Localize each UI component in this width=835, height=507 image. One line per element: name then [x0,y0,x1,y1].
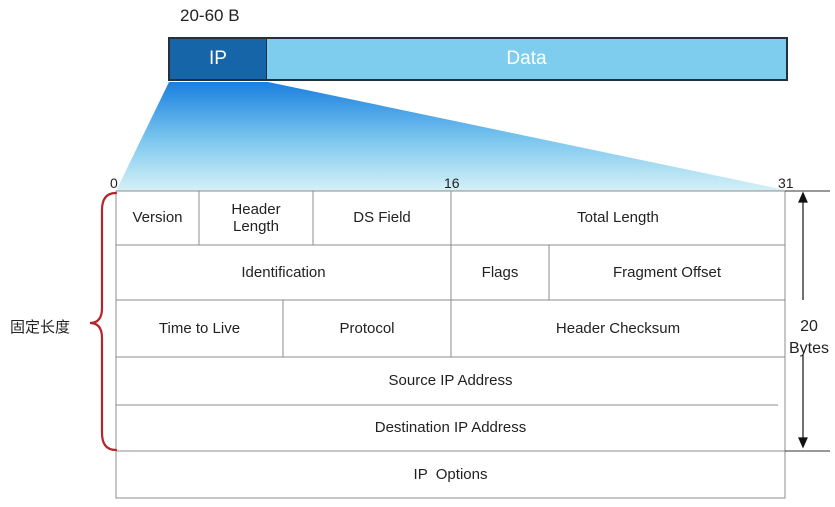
field-destination-ip-address: Destination IP Address [374,419,527,437]
bit-label-31: 31 [778,175,794,191]
double-arrow-icon [798,191,808,449]
ip-block-label: IP [209,48,227,69]
bytes-size-label: 20 Bytes [788,318,829,357]
curly-brace-icon [89,191,118,452]
field-fragment-offset: Fragment Offset [612,263,722,281]
field-total-length: Total Length [577,209,659,227]
field-ip-options: IP Options [413,465,488,483]
field-identification: Identification [241,263,326,281]
bit-label-16: 16 [444,175,460,191]
field-ds-field: DS Field [353,209,411,227]
data-payload-block: Data [267,37,788,81]
field-source-ip-address: Source IP Address [388,372,513,390]
expansion-wedge [116,82,790,191]
data-block-label: Data [506,48,547,69]
field-flags: Flags [481,263,519,281]
field-time-to-live: Time to Live [158,319,241,337]
fixed-length-label: 固定长度 [10,318,71,336]
field-version: Version [132,209,183,227]
header-size-label: 20-60 B [180,6,240,25]
field-header-length: Header Length [231,200,281,235]
field-header-checksum: Header Checksum [555,319,681,337]
bit-label-0: 0 [110,175,118,191]
header-grid [115,190,786,499]
field-protocol: Protocol [339,319,395,337]
